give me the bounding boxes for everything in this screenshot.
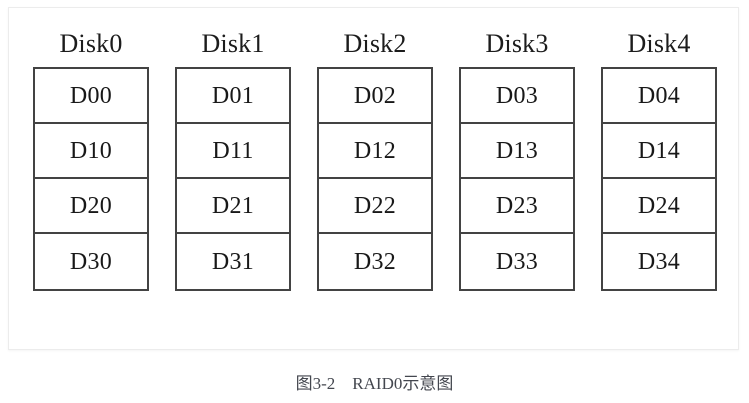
disk-block: D31	[177, 234, 289, 289]
disk-stack-3: D03 D13 D23 D33	[459, 67, 575, 291]
disk-stack-0: D00 D10 D20 D30	[33, 67, 149, 291]
disk-array: Disk0 D00 D10 D20 D30 Disk1 D01 D11 D21 …	[33, 29, 717, 291]
disk-block: D23	[461, 179, 573, 234]
disk-block: D12	[319, 124, 431, 179]
disk-block: D20	[35, 179, 147, 234]
disk-label-4: Disk4	[627, 29, 691, 58]
figure-frame: Disk0 D00 D10 D20 D30 Disk1 D01 D11 D21 …	[8, 7, 739, 350]
disk-block: D02	[319, 69, 431, 124]
disk-block: D00	[35, 69, 147, 124]
disk-block: D24	[603, 179, 715, 234]
disk-block: D30	[35, 234, 147, 289]
disk-block: D14	[603, 124, 715, 179]
figure-caption: 图3-2 RAID0示意图	[295, 374, 454, 393]
disk-column-4: Disk4 D04 D14 D24 D34	[601, 29, 717, 291]
disk-stack-2: D02 D12 D22 D32	[317, 67, 433, 291]
disk-column-2: Disk2 D02 D12 D22 D32	[317, 29, 433, 291]
disk-stack-1: D01 D11 D21 D31	[175, 67, 291, 291]
disk-block: D13	[461, 124, 573, 179]
disk-column-1: Disk1 D01 D11 D21 D31	[175, 29, 291, 291]
disk-label-0: Disk0	[59, 29, 123, 58]
disk-block: D22	[319, 179, 431, 234]
disk-label-2: Disk2	[343, 29, 407, 58]
disk-block: D34	[603, 234, 715, 289]
disk-block: D33	[461, 234, 573, 289]
disk-column-3: Disk3 D03 D13 D23 D33	[459, 29, 575, 291]
disk-block: D21	[177, 179, 289, 234]
disk-stack-4: D04 D14 D24 D34	[601, 67, 717, 291]
disk-block: D32	[319, 234, 431, 289]
disk-block: D11	[177, 124, 289, 179]
disk-label-1: Disk1	[201, 29, 265, 58]
disk-block: D04	[603, 69, 715, 124]
disk-block: D10	[35, 124, 147, 179]
disk-block: D01	[177, 69, 289, 124]
disk-block: D03	[461, 69, 573, 124]
disk-label-3: Disk3	[485, 29, 549, 58]
disk-column-0: Disk0 D00 D10 D20 D30	[33, 29, 149, 291]
